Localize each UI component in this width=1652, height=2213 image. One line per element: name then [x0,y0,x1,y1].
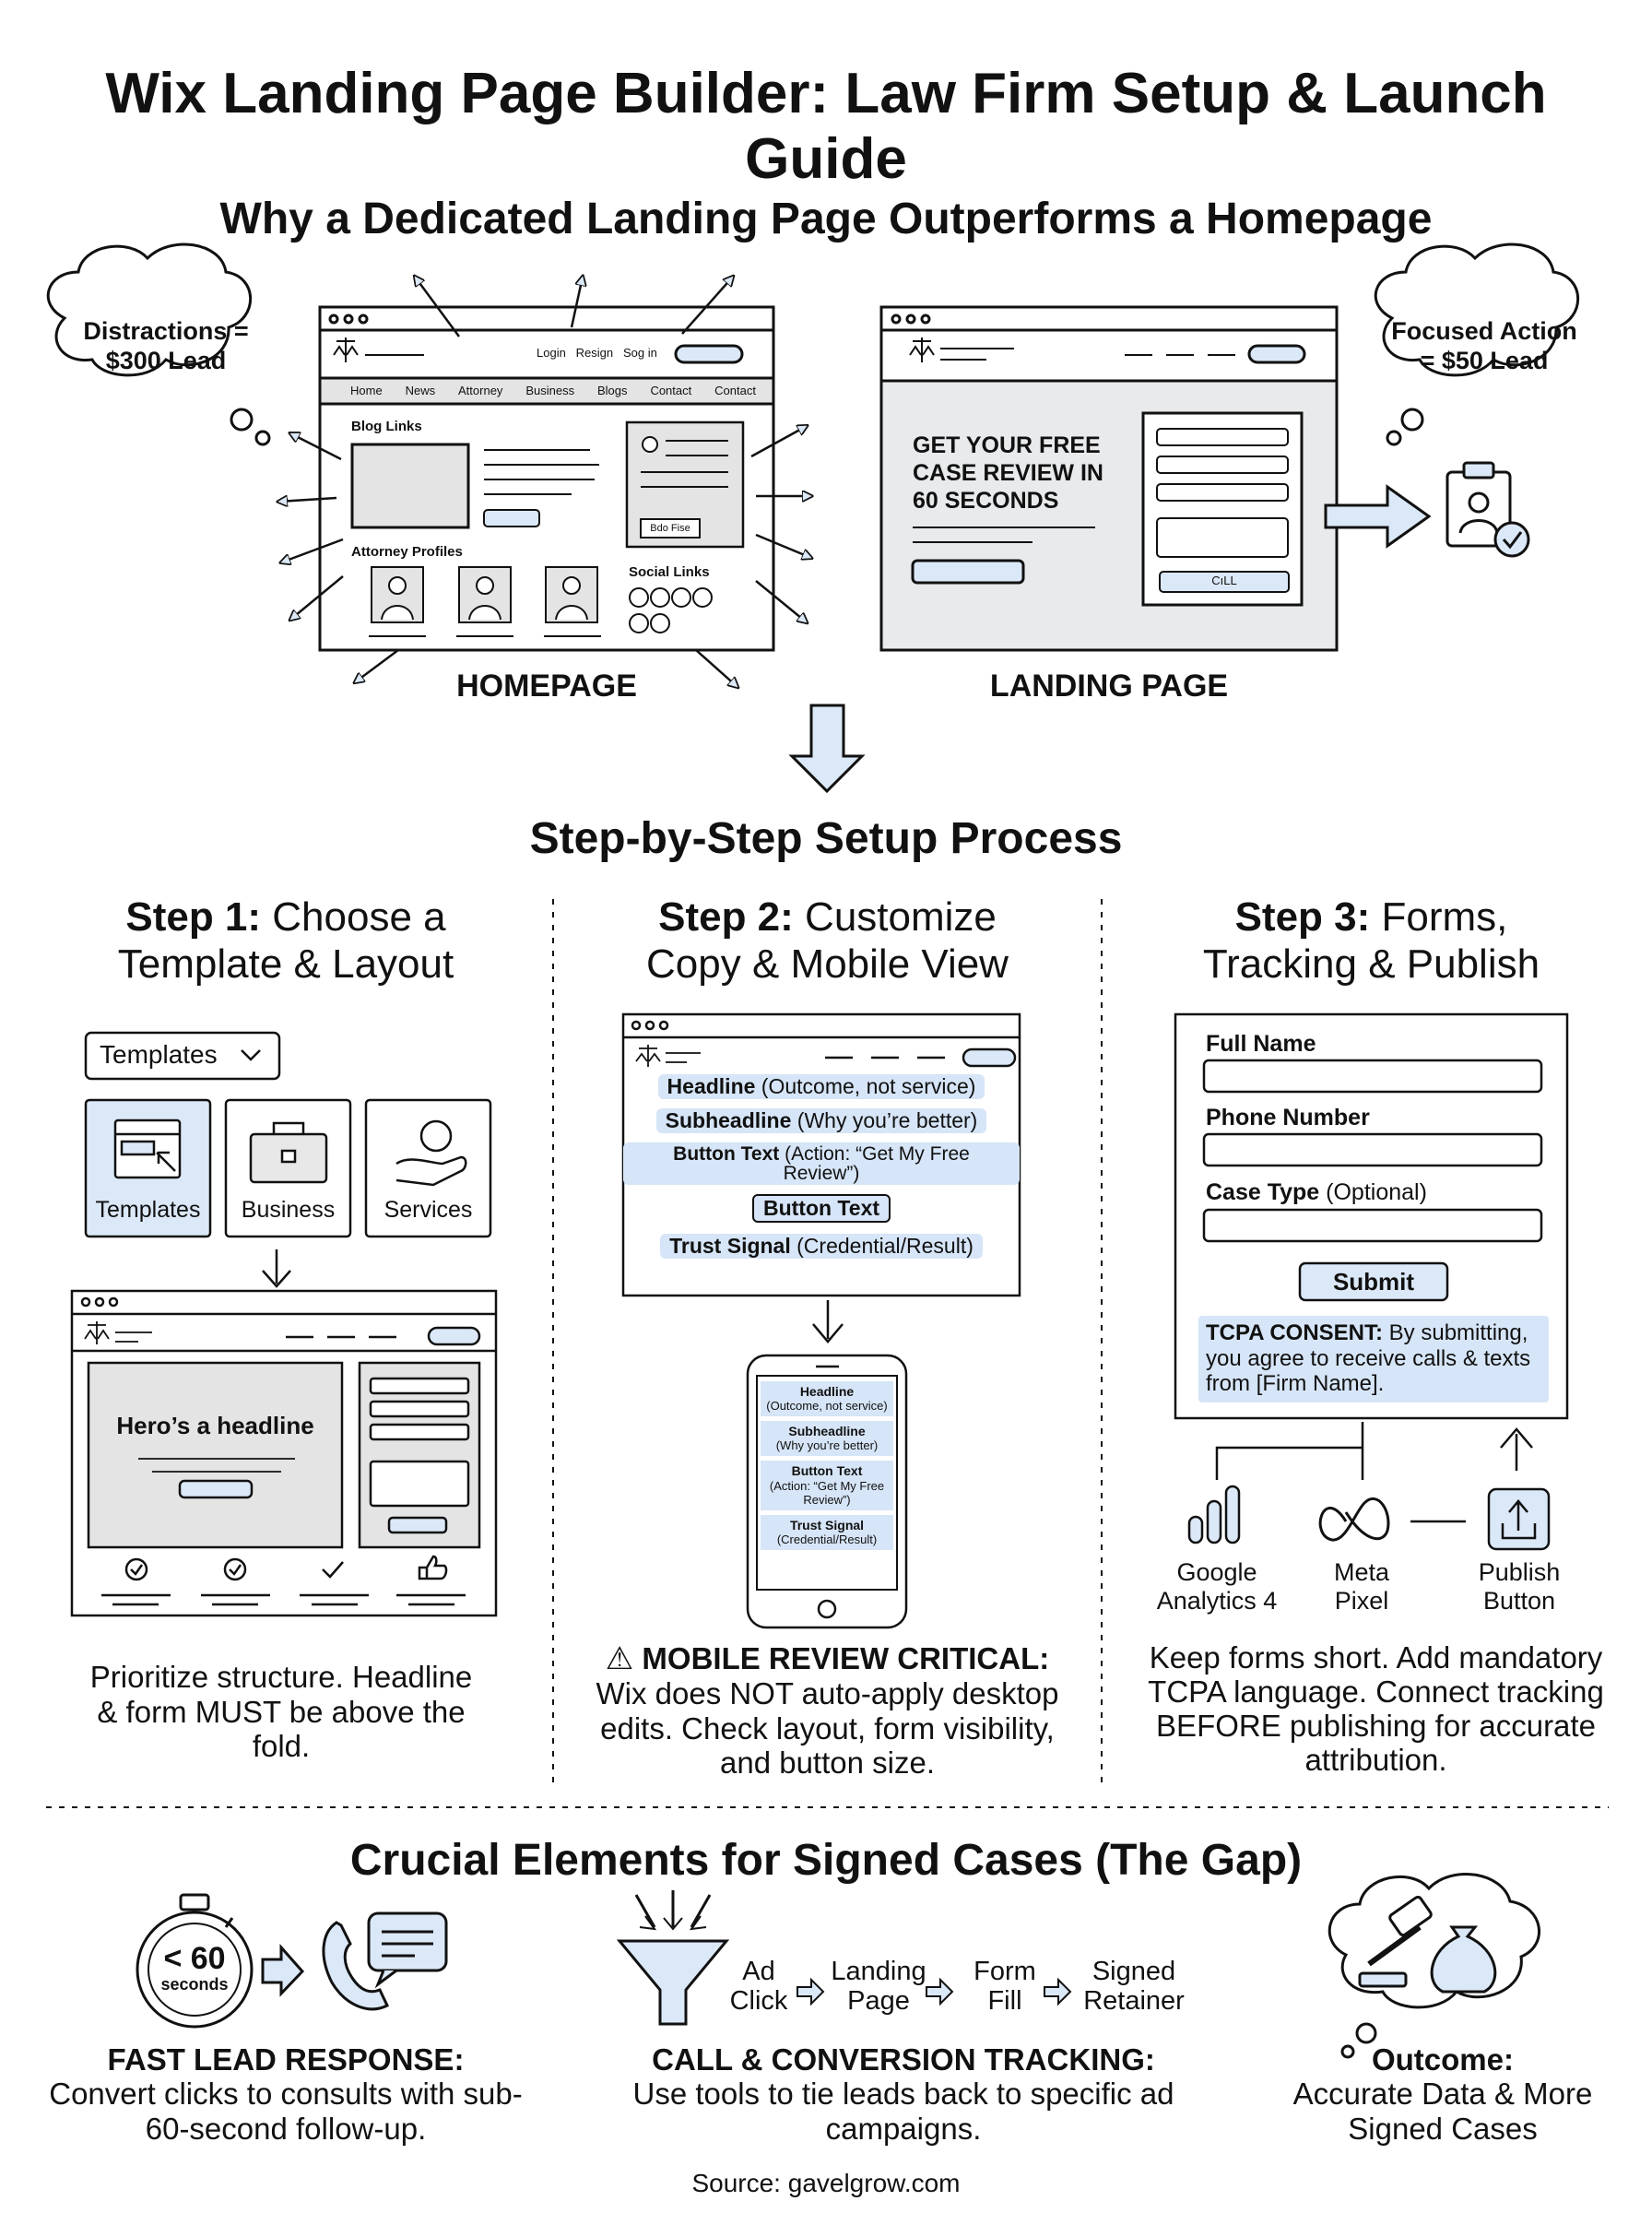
landing-call-button[interactable]: CıLL [1211,574,1237,587]
nav-news[interactable]: News [405,384,436,397]
col-fast-lead-response: FAST LEAD RESPONSE:Convert clicks to con… [49,2042,523,2146]
step3-title-a: Forms, [1381,894,1508,940]
warning-title: MOBILE REVIEW CRITICAL: [642,1641,1050,1675]
clipboard-user-icon [1446,461,1530,558]
distraction-arrows [278,277,811,687]
resign-link[interactable]: Resign [575,346,614,360]
attorney-profiles-label: Attorney Profiles [351,544,463,560]
flow-landing-page: Landing Page [831,1957,926,2017]
thought-bubble-left [46,243,271,446]
tcpa-consent: TCPA CONSENT: By submitting, you agree t… [1206,1320,1531,1397]
nav-business[interactable]: Business [525,384,575,397]
mobile-warning: ⚠ MOBILE REVIEW CRITICAL: Wix does NOT a… [581,1641,1074,1780]
signin-link[interactable]: Sog in [622,346,657,360]
column-dividers [46,899,1609,1808]
case-type-field[interactable] [1204,1210,1541,1241]
templates-dropdown[interactable]: Templates [100,1040,218,1069]
source-credit: Source: gavelgrow.com [691,2169,961,2197]
flow-signed-retainer: Signed Retainer [1083,1957,1185,2017]
bubble-left-text: Distractions = $300 Lead [83,317,249,375]
section1-heading: Why a Dedicated Landing Page Outperforms… [219,195,1433,243]
timer-value: < 60 [163,1941,226,1976]
step2-title-b: Copy & Mobile View [646,941,1009,987]
section3-drawings [136,1872,1540,2059]
nav-home[interactable]: Home [350,384,383,397]
step3-title: Step 3: Forms, Tracking & Publish [1120,894,1622,988]
phone-number-field[interactable] [1204,1134,1541,1166]
tool-meta-pixel[interactable]: Meta Pixel [1333,1558,1390,1615]
step3-note: Keep forms short. Add mandatory TCPA lan… [1148,1640,1604,1777]
flow-ad-click: Ad Click [729,1957,788,2017]
field-full-name-label: Full Name [1206,1031,1316,1057]
field-phone-label: Phone Number [1206,1105,1370,1130]
step1-title: Step 1: Choose a Template & Layout [37,894,535,988]
copy-row-button-sample[interactable]: Button Text [751,1194,891,1223]
step1-title-a: Choose a [272,894,446,940]
step3-num: Step 3: [1234,894,1371,940]
step3-title-b: Tracking & Publish [1202,941,1540,987]
homepage-header-links: Login Resign Sog in [537,346,657,361]
step1-title-b: Template & Layout [117,941,454,987]
blog-links-label: Blog Links [351,419,422,434]
col-call-conversion-tracking: CALL & CONVERSION TRACKING:Use tools to … [632,2042,1174,2146]
thought-bubble-right [1374,243,1580,446]
landing-wireframe [879,305,1339,652]
phone-screen-content: Headline(Outcome, not service) Subheadli… [761,1381,893,1550]
homepage-label: HOMEPAGE [456,669,637,704]
section3-heading: Crucial Elements for Signed Cases (The G… [349,1836,1303,1885]
login-link[interactable]: Login [537,346,566,360]
copy-rows: Headline (Outcome, not service) Subheadl… [623,1074,1020,1259]
step1-drawings [70,1031,498,1617]
section-down-arrow [788,704,866,794]
tile-templates[interactable]: Templates [95,1197,201,1223]
mock-headline: Hero’s a headline [116,1412,314,1439]
tile-services[interactable]: Services [384,1197,473,1223]
card-button-label[interactable]: Bdo Fise [650,523,690,534]
step3-drawings [1174,1012,1569,1551]
warning-icon: ⚠ [605,1641,634,1676]
step1-note: Prioritize structure. Headline & form MU… [89,1660,473,1764]
step1-num: Step 1: [125,894,262,940]
warning-text: Wix does NOT auto-apply desktop edits. C… [596,1676,1059,1780]
step2-num: Step 2: [658,894,794,940]
landing-headline: GET YOUR FREE CASE REVIEW IN 60 SECONDS [913,432,1103,514]
page-title: Wix Landing Page Builder: Law Firm Setup… [105,62,1547,192]
nav-blogs[interactable]: Blogs [597,384,628,397]
copy-row-subheadline[interactable]: Subheadline (Why you’re better) [655,1108,987,1133]
full-name-field[interactable] [1204,1060,1541,1092]
field-case-type-label: Case Type (Optional) [1206,1179,1427,1205]
nav-contact[interactable]: Contact [650,384,692,397]
social-links-label: Social Links [629,564,710,580]
tool-google-analytics[interactable]: Google Analytics 4 [1156,1558,1278,1615]
step2-title-a: Customize [805,894,997,940]
step2-title: Step 2: Customize Copy & Mobile View [572,894,1083,988]
homepage-nav: Home News Attorney Business Blogs Contac… [350,384,756,398]
tile-business[interactable]: Business [241,1197,336,1223]
tool-publish-button[interactable]: Publish Button [1478,1558,1561,1615]
nav-attorney[interactable]: Attorney [458,384,503,397]
nav-contact-2[interactable]: Contact [714,384,756,397]
copy-row-button-text[interactable]: Button Text (Action: “Get My Free Review… [623,1142,1020,1185]
bubble-right-text: Focused Action = $50 Lead [1391,317,1577,375]
flow-form-fill: Form Fill [974,1957,1036,2017]
section2-heading: Step-by-Step Setup Process [529,814,1123,863]
col-outcome: Outcome:Accurate Data & More Signed Case… [1292,2042,1593,2146]
copy-row-headline[interactable]: Headline (Outcome, not service) [657,1074,985,1099]
landing-to-lead-arrow [1324,484,1432,549]
landing-page-label: LANDING PAGE [989,669,1229,704]
submit-button[interactable]: Submit [1332,1268,1415,1296]
timer-unit: seconds [160,1975,229,1994]
copy-row-trust-signal[interactable]: Trust Signal (Credential/Result) [660,1234,983,1259]
homepage-wireframe [318,305,775,652]
